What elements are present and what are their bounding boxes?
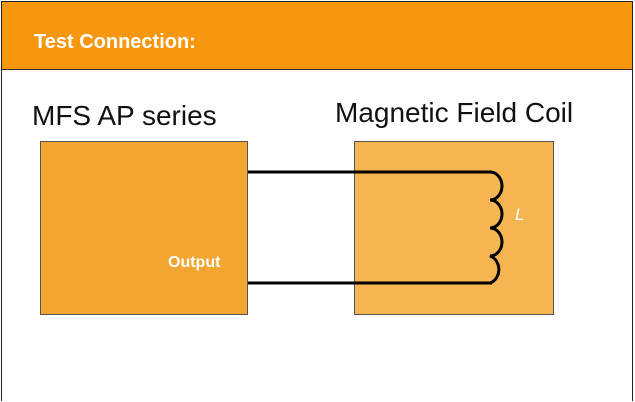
panel-header: Test Connection: — [2, 2, 632, 70]
mfs-ap-device-box — [40, 141, 248, 315]
output-label: Output — [168, 254, 221, 271]
inductor-label: L — [515, 205, 525, 224]
magnetic-field-coil-box — [354, 141, 554, 315]
panel-title: Test Connection: — [34, 31, 196, 53]
mfs-ap-series-label: MFS AP series — [32, 100, 217, 131]
magnetic-field-coil-label: Magnetic Field Coil — [335, 97, 574, 128]
coil-inductor-symbol — [489, 170, 504, 285]
